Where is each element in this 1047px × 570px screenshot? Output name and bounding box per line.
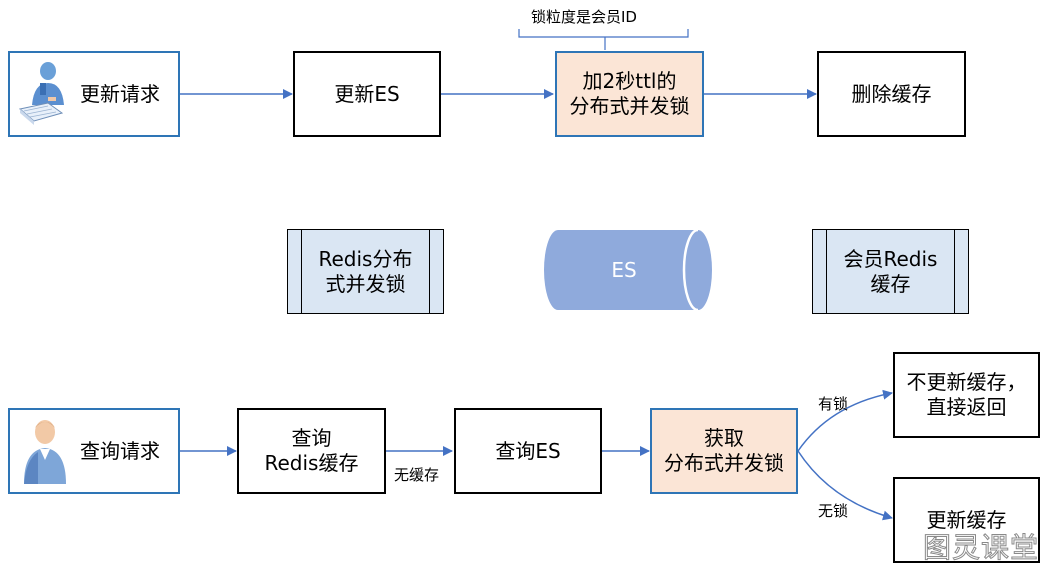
acquire-lock-label-line2: 分布式并发锁 — [664, 451, 784, 475]
lock-box: 加2秒ttl的 分布式并发锁 — [555, 51, 704, 137]
lock-label-line1: 加2秒ttl的 — [582, 69, 677, 93]
query-request-box: 查询请求 — [8, 408, 180, 494]
query-request-label: 查询请求 — [80, 438, 160, 463]
watermark: 图灵课堂 — [922, 531, 1039, 565]
no-cache-label: 无缓存 — [394, 466, 440, 484]
acquire-lock-box: 获取 分布式并发锁 — [650, 408, 798, 494]
redis-lock-label-line2: 式并发锁 — [325, 271, 406, 296]
update-request-box: 更新请求 — [8, 51, 180, 137]
es-store-label: ES — [611, 258, 637, 282]
note-bracket — [518, 29, 689, 38]
query-es-label: 查询ES — [495, 438, 561, 463]
no-update-label-line1: 不更新缓存， — [906, 370, 1027, 394]
update-cache-box: 更新缓存 — [893, 477, 1040, 563]
person-at-desk-icon — [18, 62, 64, 125]
member-cache-label-line1: 会员Redis — [843, 246, 938, 271]
update-request-label: 更新请求 — [80, 81, 160, 106]
query-redis-label-line1: 查询 — [291, 426, 332, 450]
no-lock-label: 无锁 — [818, 502, 849, 520]
delete-cache-box: 删除缓存 — [817, 51, 966, 137]
update-es-box: 更新ES — [293, 51, 441, 137]
member-cache-label-line2: 缓存 — [870, 271, 911, 296]
delete-cache-label: 删除缓存 — [851, 81, 932, 106]
lock-granularity-note: 锁粒度是会员ID — [531, 8, 637, 26]
no-update-box: 不更新缓存， 直接返回 — [893, 352, 1040, 438]
arrow-has-lock — [797, 389, 893, 452]
redis-lock-store: Redis分布 式并发锁 — [287, 229, 444, 314]
acquire-lock-label-line1: 获取 — [704, 426, 744, 450]
es-cylinder-shape — [544, 228, 712, 312]
query-redis-box: 查询 Redis缓存 — [237, 408, 386, 494]
query-redis-label-line2: Redis缓存 — [264, 451, 359, 475]
no-update-label-line2: 直接返回 — [926, 395, 1007, 419]
person-icon — [24, 420, 66, 484]
update-cache-label: 更新缓存 — [926, 507, 1007, 532]
update-es-label: 更新ES — [334, 81, 400, 106]
member-cache-store: 会员Redis 缓存 — [812, 229, 969, 314]
has-lock-label: 有锁 — [818, 395, 849, 413]
query-es-box: 查询ES — [454, 408, 602, 494]
redis-lock-label-line1: Redis分布 — [318, 246, 413, 271]
lock-label-line2: 分布式并发锁 — [569, 94, 690, 118]
arrow-no-lock — [797, 450, 893, 521]
